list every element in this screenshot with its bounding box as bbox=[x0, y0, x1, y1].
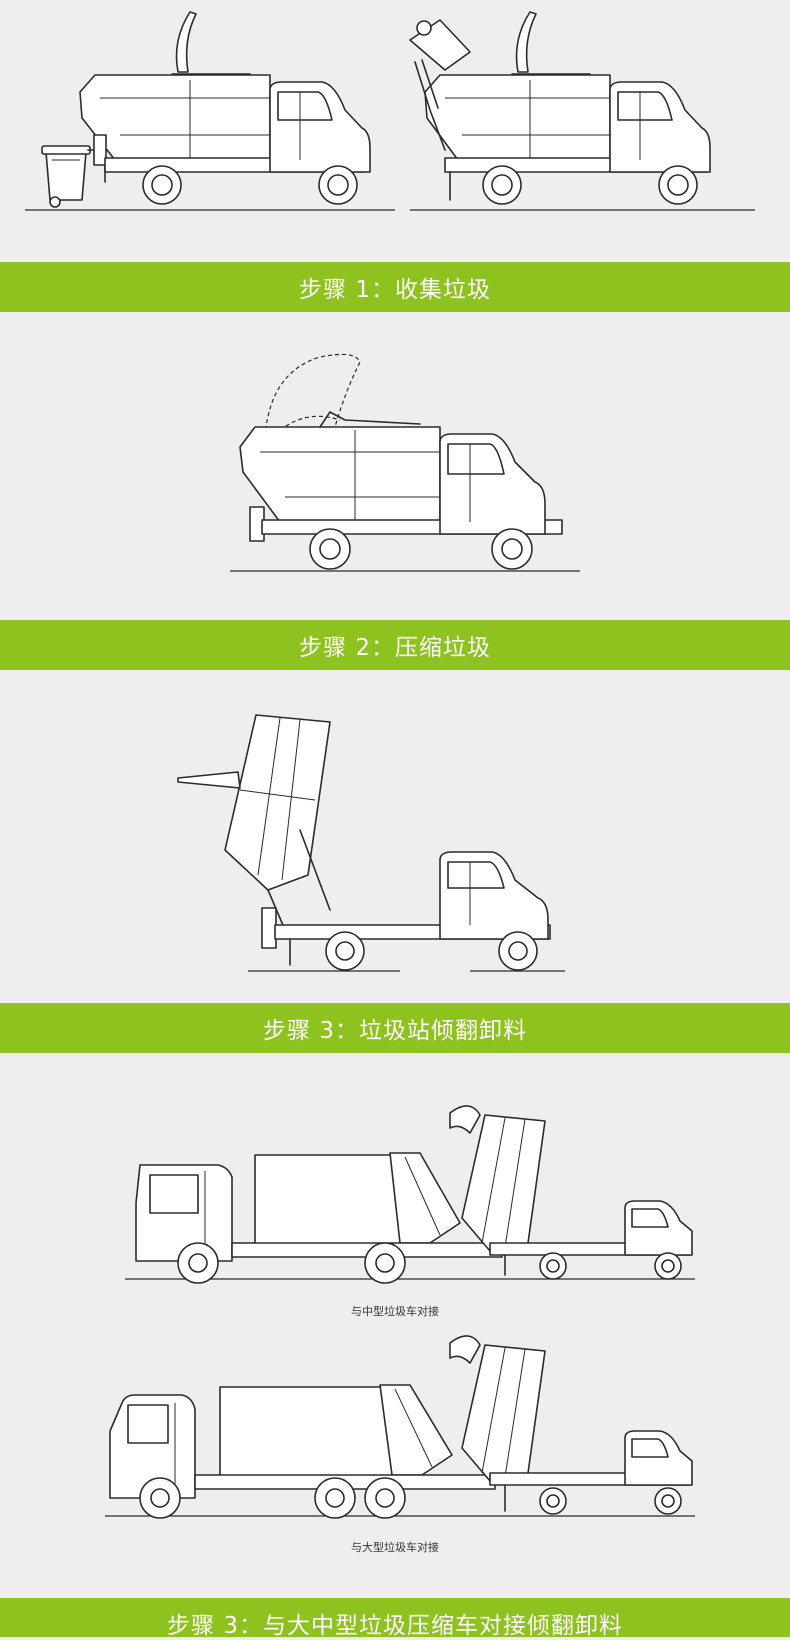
banner-step-3-text: 步骤 3：垃圾站倾翻卸料 bbox=[263, 1018, 527, 1044]
illustration-collect bbox=[0, 0, 790, 262]
truck-compress bbox=[239, 353, 563, 570]
truck-tip-station bbox=[177, 714, 551, 971]
truck-collect-left bbox=[79, 11, 371, 205]
small-truck-docking-large bbox=[449, 1335, 693, 1515]
banner-step-2-text: 步骤 2：压缩垃圾 bbox=[299, 635, 491, 661]
caption-medium-docking: 与中型垃圾车对接 bbox=[351, 1305, 439, 1318]
banner-step-4-text: 步骤 3：与大中型垃圾压缩车对接倾翻卸料 bbox=[167, 1613, 623, 1639]
banner-step-3: 步骤 3：垃圾站倾翻卸料 bbox=[0, 1003, 790, 1053]
illustration-tip-station bbox=[0, 670, 790, 1003]
banner-step-2: 步骤 2：压缩垃圾 bbox=[0, 620, 790, 670]
large-compactor-truck bbox=[109, 1384, 496, 1519]
banner-step-1-text: 步骤 1：收集垃圾 bbox=[299, 277, 491, 303]
caption-large-docking: 与大型垃圾车对接 bbox=[351, 1541, 439, 1554]
wheelie-bin bbox=[41, 145, 91, 208]
truck-collect-right bbox=[409, 11, 711, 205]
medium-compactor-truck bbox=[135, 1152, 503, 1284]
illustration-compress bbox=[0, 312, 790, 620]
small-truck-docking-medium bbox=[449, 1105, 693, 1280]
banner-step-1: 步骤 1：收集垃圾 bbox=[0, 262, 790, 312]
illustration-docking bbox=[0, 1053, 790, 1588]
banner-step-4: 步骤 3：与大中型垃圾压缩车对接倾翻卸料 bbox=[0, 1598, 790, 1639]
